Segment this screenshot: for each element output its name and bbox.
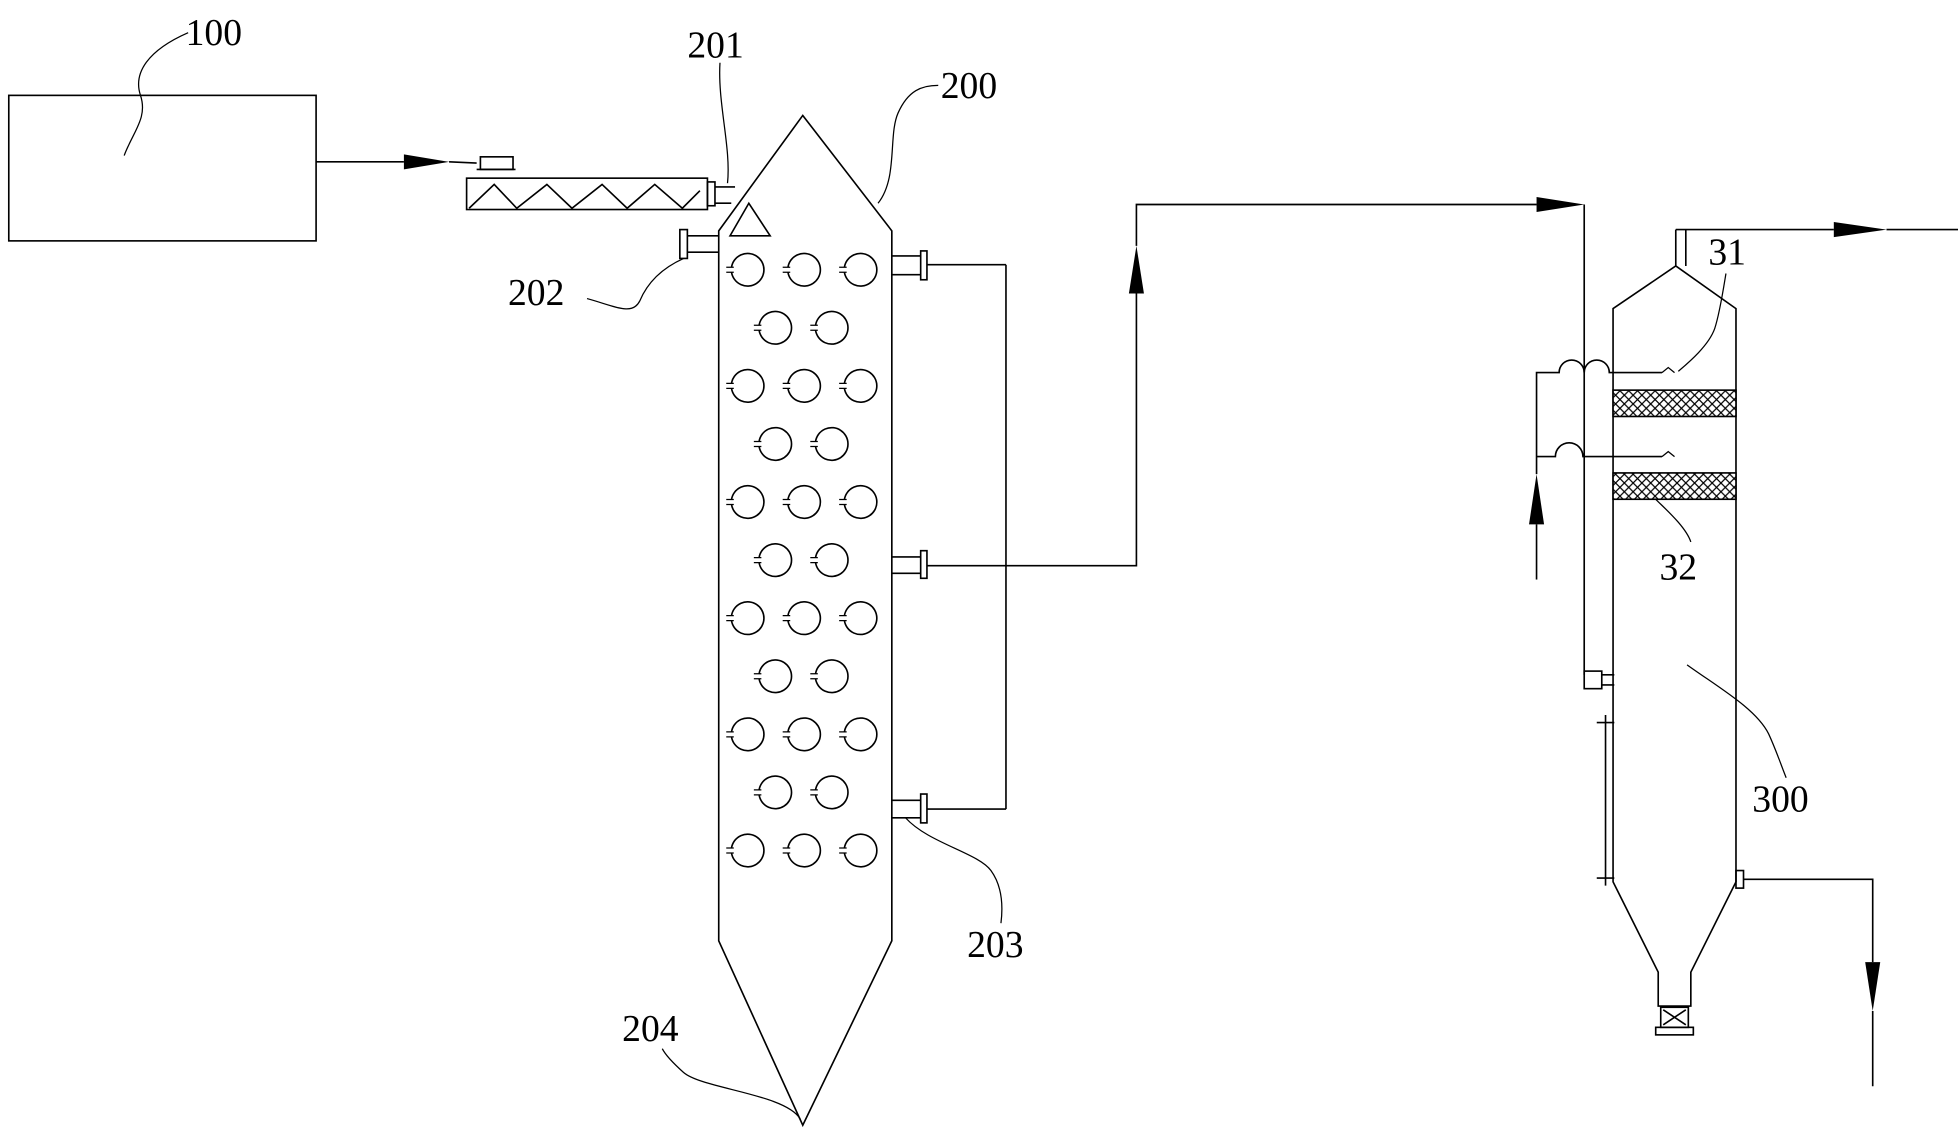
heat-tube-connector [726, 498, 734, 506]
label-300: 300 [1752, 779, 1808, 821]
heat-tube-connector [782, 615, 791, 622]
leader-line-100 [123, 32, 189, 156]
level-gauge [1596, 715, 1615, 886]
heat-tube-connector [810, 789, 818, 796]
label-202: 202 [508, 272, 564, 314]
gas-transfer-pipe [1005, 196, 1615, 810]
label-204: 204 [622, 1008, 679, 1050]
heat-tube-connector [810, 324, 818, 331]
heat-tube [758, 310, 793, 345]
heat-tube [730, 717, 765, 752]
heat-tube [814, 775, 849, 810]
leader-line-202 [586, 257, 684, 310]
heat-tube [787, 717, 822, 752]
spray-liquid-pipe [1529, 359, 1675, 580]
packing-bed-upper [1612, 389, 1737, 418]
heat-tube [758, 775, 793, 810]
leader-line-300 [1686, 664, 1787, 778]
heat-tube [787, 601, 822, 636]
heat-tube [843, 252, 878, 287]
gas-outlet-nozzle-middle [891, 549, 1006, 580]
heat-tube [730, 484, 765, 520]
side-inlet-nozzle [679, 228, 719, 260]
heat-tube-connector [753, 789, 762, 796]
heat-tube-connector [839, 847, 847, 854]
heat-tube [843, 368, 878, 403]
heat-tube [758, 542, 793, 578]
heat-tube [787, 252, 822, 287]
feed-tank [7, 94, 317, 242]
heat-tube-connector [839, 382, 847, 390]
heat-tube-connector [839, 615, 847, 622]
heat-tube-connector [726, 847, 734, 854]
gas-outlet-nozzle-top [891, 250, 1006, 281]
gas-outlet-nozzle-bottom [891, 793, 1006, 824]
heat-tube-connector [782, 266, 791, 273]
heat-tube-connector [782, 731, 791, 738]
label-203: 203 [967, 924, 1023, 966]
heat-tube-connector [726, 615, 734, 622]
screw-feeder [465, 156, 736, 211]
heat-tube-connector [810, 673, 818, 680]
heat-tube [787, 484, 822, 520]
exhaust-pipe [1675, 222, 1958, 238]
heat-tube [758, 426, 793, 462]
heat-exchange-tubes [726, 252, 878, 868]
heat-tube-connector [753, 673, 762, 680]
heat-tube-connector [839, 731, 847, 738]
heat-tube [843, 484, 878, 520]
label-100: 100 [186, 12, 242, 54]
heat-tube [758, 659, 793, 694]
heat-tube-connector [839, 266, 847, 273]
heat-tube-connector [753, 440, 762, 448]
heat-tube [843, 717, 878, 752]
leader-line-201 [719, 62, 729, 184]
heat-tube [787, 833, 822, 868]
heat-tube-connector [753, 556, 762, 564]
heat-tube [730, 833, 765, 868]
liquid-outlet-pipe [1735, 869, 1881, 1087]
heat-tube-connector [753, 324, 762, 331]
scrubber-tower [1612, 229, 1737, 1036]
heat-tube-connector [726, 731, 734, 738]
heat-tube-connector [810, 556, 818, 564]
heat-tube [814, 426, 849, 462]
leader-line-31 [1677, 273, 1727, 372]
heat-tube [843, 833, 878, 868]
heat-tube [730, 368, 765, 403]
heat-tube [843, 601, 878, 636]
label-31: 31 [1708, 232, 1746, 274]
heat-tube [730, 252, 765, 287]
reactor-column [717, 114, 893, 1128]
heat-tube [787, 368, 822, 403]
label-200: 200 [941, 65, 997, 107]
heat-tube [730, 601, 765, 636]
label-201: 201 [687, 25, 743, 67]
label-32: 32 [1659, 547, 1697, 589]
leader-line-204 [661, 1048, 801, 1120]
heat-tube [814, 310, 849, 345]
heat-tube [814, 659, 849, 694]
leader-line-200 [877, 84, 939, 204]
heat-tube-connector [782, 382, 791, 390]
heat-tube-connector [782, 498, 791, 506]
heat-tube-connector [726, 266, 734, 273]
heat-tube-connector [839, 498, 847, 506]
heat-tube-connector [726, 382, 734, 390]
feed-pipe [316, 154, 477, 170]
heat-tube [814, 542, 849, 578]
packing-bed-lower [1612, 472, 1737, 501]
leader-line-203 [905, 817, 1003, 924]
heat-tube-connector [782, 847, 791, 854]
heat-tube-connector [810, 440, 818, 448]
leader-line-32 [1655, 498, 1692, 543]
